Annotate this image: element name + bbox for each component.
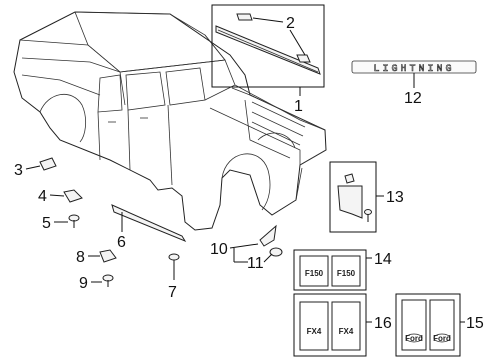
callout-4: 4 bbox=[38, 188, 47, 205]
splash-guard-right-16 bbox=[331, 301, 361, 351]
callout-12: 12 bbox=[404, 90, 422, 107]
callout-2: 2 bbox=[286, 15, 295, 32]
callout-8: 8 bbox=[76, 249, 85, 266]
callout-10: 10 bbox=[210, 241, 228, 258]
flap-screw-13 bbox=[364, 209, 372, 215]
callout-box-16 bbox=[293, 293, 367, 357]
callout-7: 7 bbox=[168, 284, 177, 301]
flap-mark-14-right: F150 bbox=[337, 269, 356, 278]
mud-flap-13 bbox=[337, 185, 363, 219]
callout-box-14 bbox=[293, 249, 367, 291]
splash-guard-right-14 bbox=[331, 255, 361, 287]
emblem-group: LIGHTNING 12 bbox=[351, 60, 477, 107]
callout-14: 14 bbox=[374, 251, 392, 268]
flap-mark-16-left: FX4 bbox=[307, 327, 322, 336]
emblem-lettering: LIGHTNING bbox=[373, 64, 454, 75]
callout-9: 9 bbox=[79, 275, 88, 292]
hardware-left: 3 4 5 8 9 bbox=[14, 157, 117, 292]
rocker-molding bbox=[111, 204, 187, 243]
push-pin-7 bbox=[168, 253, 180, 261]
callout-6: 6 bbox=[117, 234, 126, 251]
callout-box-1 bbox=[211, 4, 325, 88]
flap-mark-14-left: F150 bbox=[305, 269, 324, 278]
callout-1: 1 bbox=[294, 98, 303, 115]
callout-group-13: 13 bbox=[329, 161, 404, 233]
callout-11: 11 bbox=[247, 255, 264, 272]
callout-3: 3 bbox=[14, 162, 23, 179]
bracket-8 bbox=[99, 249, 117, 263]
callout-group-14: F150 F150 14 bbox=[293, 249, 392, 291]
splash-guard-bracket-10 bbox=[259, 224, 277, 247]
callout-13: 13 bbox=[386, 189, 404, 206]
screw-11 bbox=[269, 247, 283, 257]
splash-guard-left-14 bbox=[299, 255, 329, 287]
rail-clip-lower bbox=[296, 54, 311, 63]
rail-clip-upper bbox=[236, 13, 253, 21]
flap-mark-15-right: Ford bbox=[433, 334, 451, 343]
callout-box-15 bbox=[395, 293, 461, 357]
flap-mark-15-left: Ford bbox=[405, 334, 423, 343]
splash-guard-left-16 bbox=[299, 301, 329, 351]
callout-group-15: Ford Ford 15 bbox=[395, 293, 484, 357]
callout-box-13 bbox=[329, 161, 377, 233]
callout-16: 16 bbox=[374, 315, 392, 332]
callout-5: 5 bbox=[42, 215, 51, 232]
truck-body bbox=[13, 11, 327, 231]
callout-group-16: FX4 FX4 16 bbox=[293, 293, 392, 357]
callout-15: 15 bbox=[466, 315, 484, 332]
callout-group-10-11: 10 11 bbox=[210, 224, 283, 272]
callout-group-1-2: 2 1 bbox=[211, 4, 325, 115]
bracket-4 bbox=[63, 189, 83, 203]
rocker-molding-group: 6 7 bbox=[111, 204, 187, 301]
flap-mark-16-right: FX4 bbox=[339, 327, 354, 336]
bracket-3 bbox=[39, 157, 57, 171]
flap-clip-13 bbox=[344, 173, 355, 184]
